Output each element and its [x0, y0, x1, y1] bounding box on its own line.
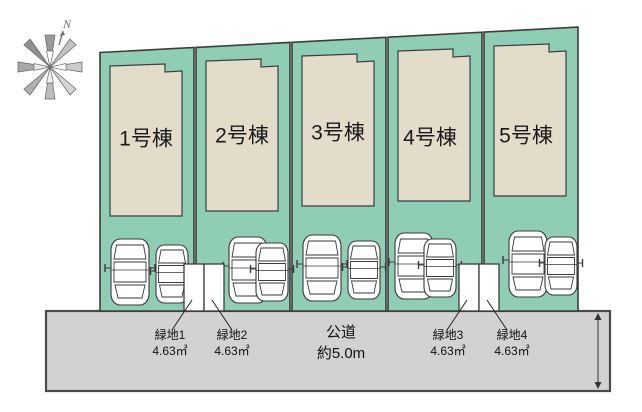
green-space-2-area: 4.63㎡	[214, 344, 249, 358]
green-space-4-name: 緑地4	[497, 327, 528, 342]
green-space-3-area: 4.63㎡	[430, 344, 465, 358]
green-space-2-box	[203, 263, 225, 312]
lot-2-building-footprint	[205, 58, 279, 212]
car-symbol	[341, 240, 387, 300]
green-space-3-box	[458, 263, 480, 312]
lot-1-building-footprint	[109, 63, 183, 217]
lot-4-building-footprint	[397, 48, 471, 202]
lot-2-label: 2号棟	[215, 125, 269, 148]
lot-5-label: 5号棟	[499, 125, 553, 148]
public-road-band	[44, 309, 612, 393]
compass-north-label: N	[62, 17, 72, 31]
lot-4-label: 4号棟	[403, 127, 457, 150]
green-space-4-area: 4.63㎡	[494, 344, 529, 358]
car-symbol	[249, 242, 295, 302]
road-name-label: 公道	[326, 324, 356, 341]
green-space-4-box	[478, 263, 500, 312]
compass-rose: N	[17, 17, 83, 100]
lot-1-label: 1号棟	[119, 128, 173, 151]
lot-3-label: 3号棟	[311, 122, 365, 145]
green-space-plots	[183, 263, 500, 312]
green-space-2-name: 緑地2	[217, 327, 248, 342]
car-symbol	[538, 236, 584, 296]
road-width-label: 約5.0m	[317, 345, 365, 362]
road-rectangle	[44, 309, 612, 393]
lot-5-building-footprint	[493, 43, 567, 197]
road-width-dimension	[594, 313, 602, 389]
lot-3-building-footprint	[301, 53, 375, 207]
green-space-1-name: 緑地1	[155, 327, 186, 342]
green-space-leaders	[171, 299, 508, 331]
car-symbol	[417, 238, 463, 298]
green-space-1-area: 4.63㎡	[152, 344, 187, 358]
car-symbol	[296, 234, 348, 302]
car-symbol	[104, 238, 156, 306]
green-space-3-name: 緑地3	[433, 327, 464, 342]
green-space-1-box	[183, 263, 205, 312]
